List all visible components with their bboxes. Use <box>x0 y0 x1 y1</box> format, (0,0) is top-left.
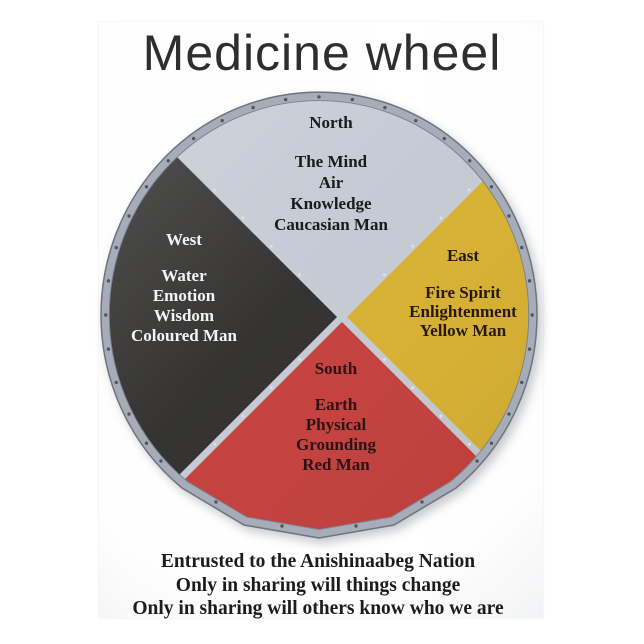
rivet <box>354 524 358 528</box>
rivet <box>475 459 479 463</box>
rivet <box>467 188 471 192</box>
rivet <box>269 386 273 390</box>
rivet <box>530 313 534 317</box>
rivet <box>414 118 418 123</box>
rivet <box>298 358 301 361</box>
rivet <box>280 524 284 528</box>
rivet <box>489 441 494 445</box>
rivet <box>507 214 511 218</box>
south-line: Red Man <box>302 455 370 474</box>
south-direction-text: South <box>314 359 358 378</box>
rivet <box>350 97 355 102</box>
rivet <box>420 500 424 504</box>
west-line: Emotion <box>152 286 216 305</box>
north-line: Caucasian Man <box>274 215 388 234</box>
west-line: Water <box>161 266 207 285</box>
east-line: Fire Spirit <box>425 283 501 302</box>
south-line: Grounding <box>295 435 377 454</box>
west-direction-text: West <box>166 230 202 249</box>
wheel-sheen-overlay <box>109 100 529 530</box>
wheel-inner-edge <box>108 99 530 531</box>
rivet <box>383 273 386 276</box>
north-line: The Mind <box>294 152 368 171</box>
rivet <box>191 136 196 141</box>
rivet <box>127 214 131 218</box>
rivet <box>214 500 218 504</box>
rivet <box>106 347 111 351</box>
rivet <box>383 358 386 361</box>
rivet <box>127 412 131 416</box>
rim-rivets <box>104 95 534 528</box>
south-quadrant-label: South Earth Physical Grounding Red Man <box>296 359 376 475</box>
rivet <box>106 279 111 283</box>
rivet <box>269 244 273 248</box>
rivet <box>411 244 415 248</box>
rivet <box>468 159 472 163</box>
west-quadrant-label: West Water Emotion Wisdom Coloured Man <box>131 230 237 346</box>
rivet <box>104 313 108 317</box>
east-attributes: Fire Spirit Enlightenment Yellow Man <box>409 283 517 340</box>
rivet <box>467 442 471 446</box>
east-direction-text: East <box>446 246 480 265</box>
rivet <box>520 380 524 385</box>
rivet <box>241 216 245 220</box>
rivet <box>527 279 532 283</box>
rivet <box>213 442 217 446</box>
east-quadrant-label: East Fire Spirit Enlightenment Yellow Ma… <box>409 246 517 340</box>
rivet <box>439 216 443 220</box>
rivet <box>114 245 118 250</box>
rivet <box>213 188 217 192</box>
west-line: Coloured Man <box>131 326 237 345</box>
rivet <box>507 412 511 416</box>
rivet <box>317 95 321 99</box>
rivet <box>251 105 255 110</box>
west-attributes: Water Emotion Wisdom Coloured Man <box>131 266 237 346</box>
north-line: Air <box>318 173 344 192</box>
footer-caption: Entrusted to the Anishinaabeg Nation Onl… <box>132 550 503 621</box>
south-line: Earth <box>314 395 358 414</box>
south-attributes: Earth Physical Grounding Red Man <box>296 395 376 475</box>
footer-line: Only in sharing will things change <box>175 574 461 596</box>
footer-line: Only in sharing will others know who we … <box>132 598 504 619</box>
rivet <box>144 185 149 189</box>
rivet <box>283 97 288 102</box>
rivet <box>489 185 494 189</box>
rivet <box>159 459 163 463</box>
north-attributes: The Mind Air Knowledge Caucasian Man <box>274 151 388 235</box>
rivet <box>166 159 170 163</box>
east-line: Enlightenment <box>409 302 517 321</box>
footer-line: Entrusted to the Anishinaabeg Nation <box>160 551 476 572</box>
rivet <box>383 105 387 110</box>
north-quadrant-label: North The Mind Air Knowledge Caucasian M… <box>274 113 388 235</box>
page-title: Medicine wheel <box>142 25 502 81</box>
south-line: Physical <box>305 415 367 434</box>
rivet <box>442 136 447 141</box>
rivet <box>241 414 245 418</box>
rivet <box>144 441 149 445</box>
rivet <box>411 386 415 390</box>
west-line: Wisdom <box>153 306 215 325</box>
rivet <box>298 273 301 276</box>
rivet <box>220 118 224 123</box>
rivet <box>527 347 532 351</box>
north-line: Knowledge <box>290 194 372 213</box>
rivet <box>439 414 443 418</box>
east-line: Yellow Man <box>419 321 507 340</box>
rivet <box>114 380 118 385</box>
north-direction-text: North <box>309 113 353 132</box>
rivet <box>520 245 524 250</box>
